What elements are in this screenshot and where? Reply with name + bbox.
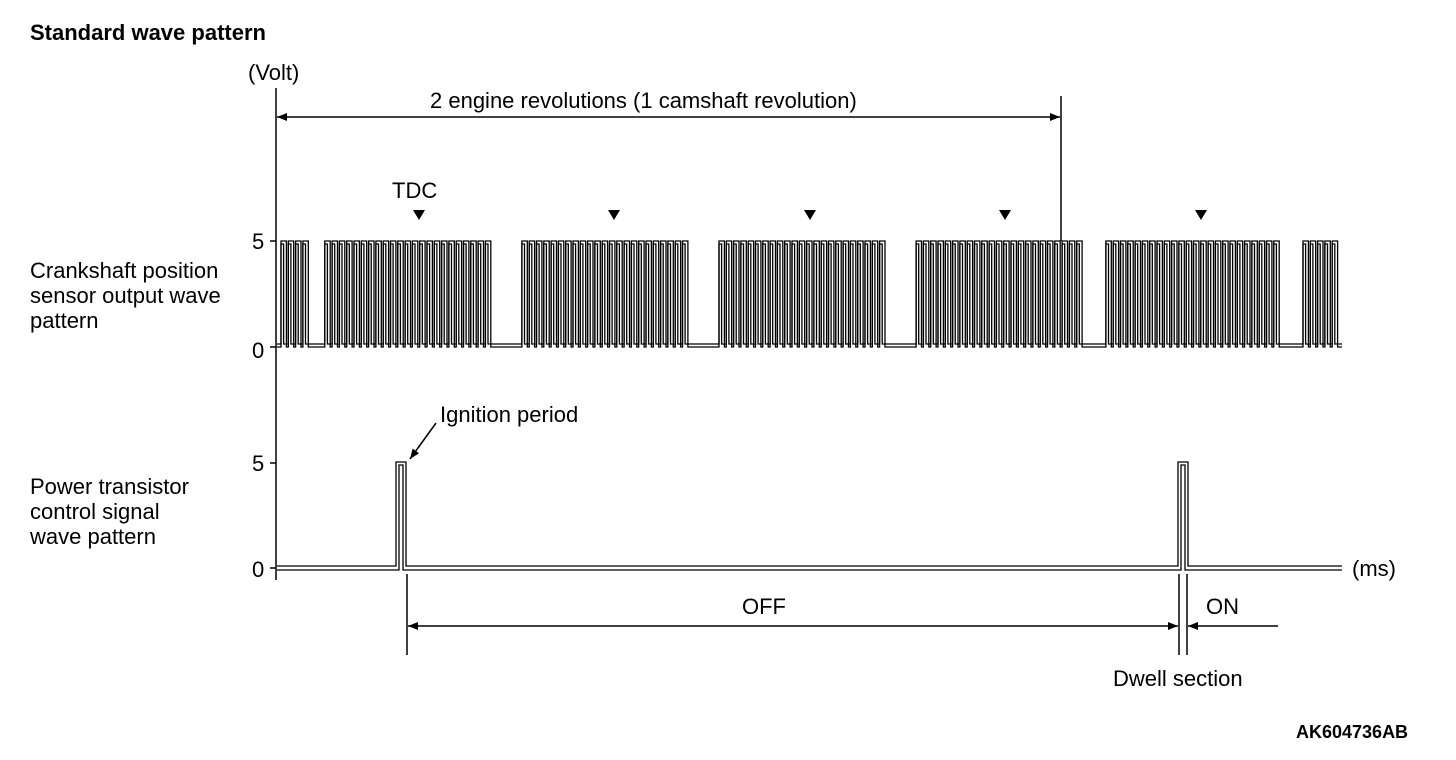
- off-label: OFF: [742, 594, 786, 619]
- figure-code: AK604736AB: [1296, 722, 1409, 742]
- power-label-line-1: Power transistor: [30, 474, 189, 499]
- power-wave: [277, 461, 1342, 571]
- tdc-marker: [608, 210, 620, 220]
- span-label: 2 engine revolutions (1 camshaft revolut…: [430, 88, 857, 113]
- crank-label-line-3: pattern: [30, 308, 99, 333]
- ignition-leader-arrow: [409, 422, 437, 460]
- page-title: Standard wave pattern: [30, 20, 266, 45]
- crank-tick-5: 5: [252, 229, 265, 254]
- tdc-marker: [1195, 210, 1207, 220]
- crank-label-line-1: Crankshaft position: [30, 258, 219, 283]
- tdc-marker: [804, 210, 816, 220]
- power-label-line-3: wave pattern: [30, 524, 156, 549]
- power-label-line-2: control signal: [30, 499, 160, 524]
- crank-wave: [277, 240, 1342, 348]
- ignition-label: Ignition period: [440, 402, 579, 427]
- crank-label: Crankshaft position sensor output wave p…: [30, 258, 221, 333]
- power-label: Power transistor control signal wave pat…: [30, 474, 189, 549]
- crank-tick-0: 0: [252, 338, 265, 363]
- power-tick-0: 0: [252, 557, 265, 582]
- tdc-label: TDC: [392, 178, 438, 203]
- crank-wave-inner: [277, 243, 1342, 345]
- tdc-marker: [413, 210, 425, 220]
- power-tick-5: 5: [252, 451, 265, 476]
- crank-label-line-2: sensor output wave: [30, 283, 221, 308]
- dwell-label: Dwell section: [1113, 666, 1243, 691]
- power-wave-outer: [277, 461, 1342, 567]
- tdc-markers: [413, 210, 1207, 220]
- power-wave-inner: [277, 464, 1342, 571]
- y-unit-label: (Volt): [248, 60, 300, 85]
- tdc-marker: [999, 210, 1011, 220]
- on-label: ON: [1206, 594, 1239, 619]
- x-unit-label: (ms): [1352, 556, 1396, 581]
